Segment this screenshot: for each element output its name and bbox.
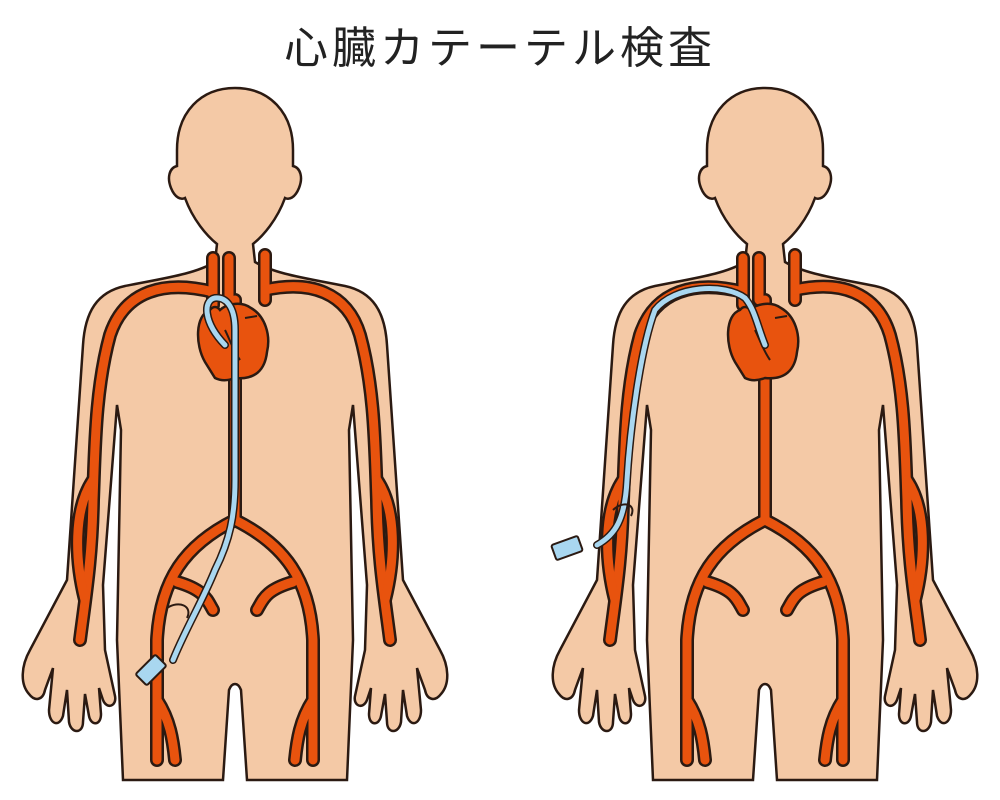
insertion-mark: [166, 603, 190, 619]
page-title: 心臓カテーテル検査: [284, 23, 716, 74]
catheter-hub: [550, 535, 584, 561]
figure-radial: [551, 88, 977, 780]
figure-femoral: [23, 88, 448, 780]
catheter-hub: [135, 654, 167, 686]
insertion-mark: [612, 503, 634, 517]
